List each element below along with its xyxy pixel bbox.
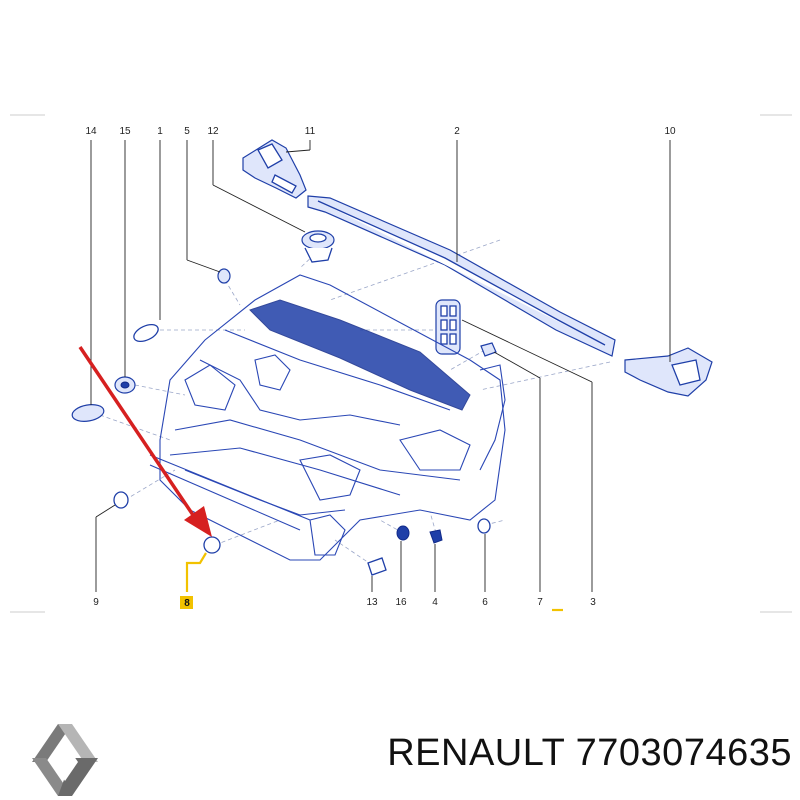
callout-7: 7 (537, 597, 543, 608)
brand-part-number: RENAULT 7703074635 (387, 732, 792, 774)
callout-8-highlight-leader (185, 552, 563, 612)
red-pointer-arrow (78, 346, 212, 537)
part-11-bracket (242, 139, 307, 199)
part-7-clip (480, 342, 497, 357)
callout-5: 5 (184, 126, 190, 137)
part-4-clip (429, 529, 443, 544)
callout-8-highlight (180, 596, 193, 609)
part-14-seal (71, 404, 105, 422)
part-13-pad (367, 557, 387, 576)
callout-12: 12 (207, 126, 219, 137)
callout-11: 11 (305, 126, 316, 137)
part-2-cross-member (307, 195, 616, 357)
part-15-cap (114, 376, 136, 394)
callout-4: 4 (432, 597, 438, 608)
part-12-grommet (301, 230, 335, 263)
front-end-structure (149, 274, 506, 561)
callout-3: 3 (590, 597, 596, 608)
callout-9: 9 (93, 597, 99, 608)
callout-16: 16 (395, 597, 407, 608)
part-1-seal (133, 323, 159, 343)
part-16-plug (396, 525, 410, 541)
callout-15: 15 (119, 126, 131, 137)
callout-6: 6 (482, 597, 488, 608)
part-8-ring (203, 536, 221, 554)
callout-13: 13 (366, 597, 378, 608)
callout-1: 1 (157, 126, 163, 137)
part-5-plug (217, 268, 231, 284)
part-6-ring (477, 518, 491, 534)
part-9-ring (113, 491, 129, 509)
callout-2: 2 (454, 126, 460, 137)
callout-14: 14 (85, 126, 97, 137)
part-10-bracket (624, 347, 713, 397)
assembly-guides (99, 239, 611, 566)
callout-8: 8 (184, 598, 190, 609)
renault-logo-icon (32, 724, 98, 796)
callout-10: 10 (664, 126, 676, 137)
part-7-vent-grille (435, 299, 461, 355)
